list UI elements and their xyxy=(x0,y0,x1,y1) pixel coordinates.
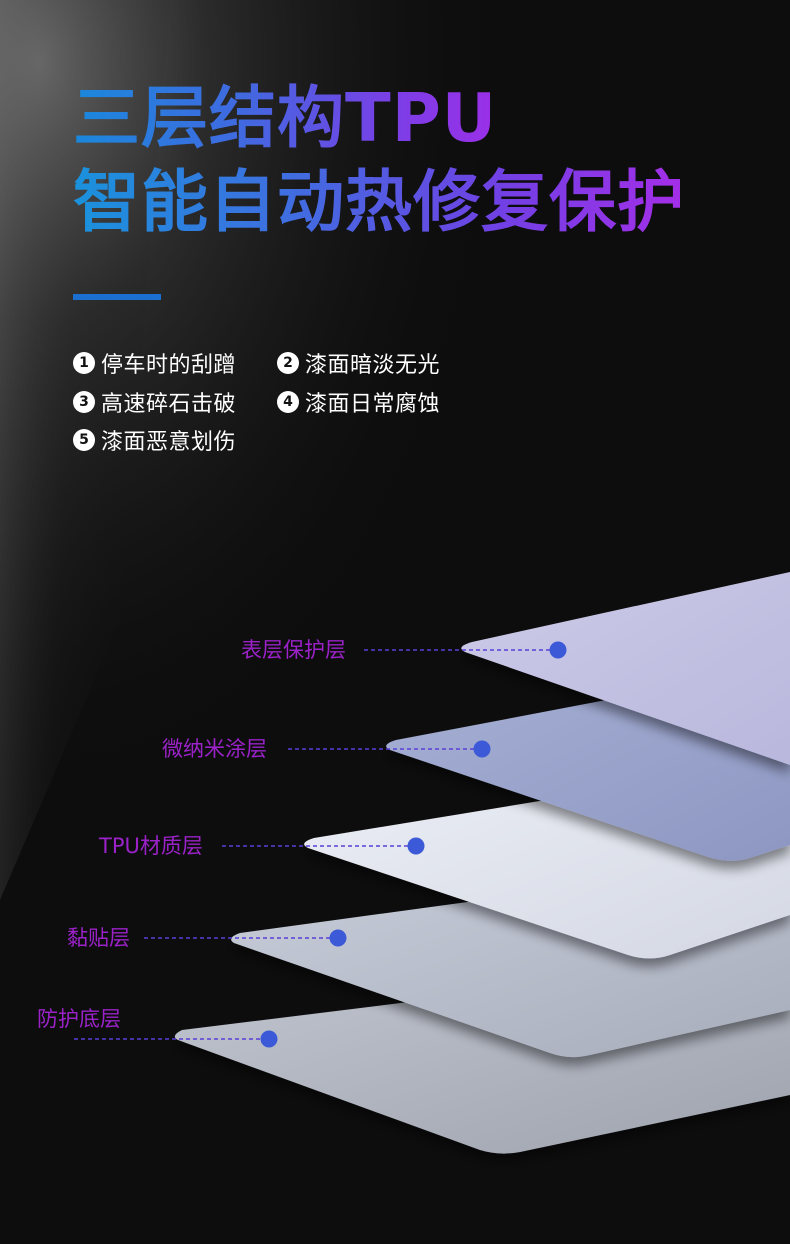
number-badge-icon: 2 xyxy=(277,352,299,374)
headline-line-1: 三层结构TPU xyxy=(73,79,498,157)
layer-label-tpu: TPU材质层 xyxy=(99,834,203,858)
number-badge-icon: 5 xyxy=(73,429,95,451)
feature-text: 漆面暗淡无光 xyxy=(305,353,441,378)
feature-item-4: 4 漆面日常腐蚀 xyxy=(277,385,440,419)
marker-dot-nano xyxy=(473,740,491,758)
layer-label-top: 表层保护层 xyxy=(241,638,346,662)
feature-item-3: 3 高速碎石击破 xyxy=(73,385,236,419)
marker-dot-adhesive xyxy=(329,929,347,947)
feature-text: 停车时的刮蹭 xyxy=(101,353,237,378)
marker-dot-top xyxy=(549,641,567,659)
number-badge-icon: 1 xyxy=(73,352,95,374)
feature-text: 漆面日常腐蚀 xyxy=(305,392,441,417)
feature-text: 高速碎石击破 xyxy=(101,392,237,417)
feature-item-5: 5 漆面恶意划伤 xyxy=(73,423,236,457)
number-badge-icon: 4 xyxy=(277,391,299,413)
layer-label-nano: 微纳米涂层 xyxy=(162,737,267,761)
layer-sheet-top xyxy=(461,572,790,765)
feature-item-2: 2 漆面暗淡无光 xyxy=(277,346,440,380)
accent-divider xyxy=(73,294,161,300)
feature-item-1: 1 停车时的刮蹭 xyxy=(73,346,236,380)
layer-label-base: 防护底层 xyxy=(37,1007,121,1031)
headline-line-2: 智能自动热修复保护 xyxy=(73,163,685,241)
number-badge-icon: 3 xyxy=(73,391,95,413)
marker-dot-base xyxy=(260,1030,278,1048)
marker-dot-tpu xyxy=(407,837,425,855)
layer-label-adhesive: 黏贴层 xyxy=(67,926,130,950)
feature-text: 漆面恶意划伤 xyxy=(101,430,237,455)
